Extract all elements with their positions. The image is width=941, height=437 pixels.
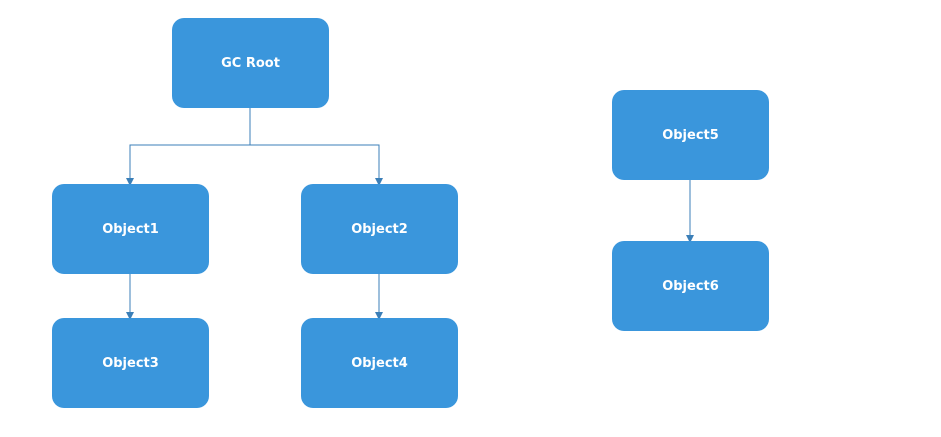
node-gc-root: GC Root: [172, 18, 329, 108]
node-label: Object1: [102, 221, 159, 237]
node-object3: Object3: [52, 318, 209, 408]
node-label: GC Root: [221, 55, 280, 71]
node-object1: Object1: [52, 184, 209, 274]
node-label: Object3: [102, 355, 159, 371]
edge-gc-root-to-object2: [250, 144, 383, 186]
node-object5: Object5: [612, 90, 769, 180]
node-label: Object5: [662, 127, 719, 143]
node-label: Object4: [351, 355, 408, 371]
node-object2: Object2: [301, 184, 458, 274]
edge-gc-root-to-object1: [126, 108, 251, 186]
node-label: Object2: [351, 221, 408, 237]
node-object6: Object6: [612, 241, 769, 331]
node-label: Object6: [662, 278, 719, 294]
node-object4: Object4: [301, 318, 458, 408]
